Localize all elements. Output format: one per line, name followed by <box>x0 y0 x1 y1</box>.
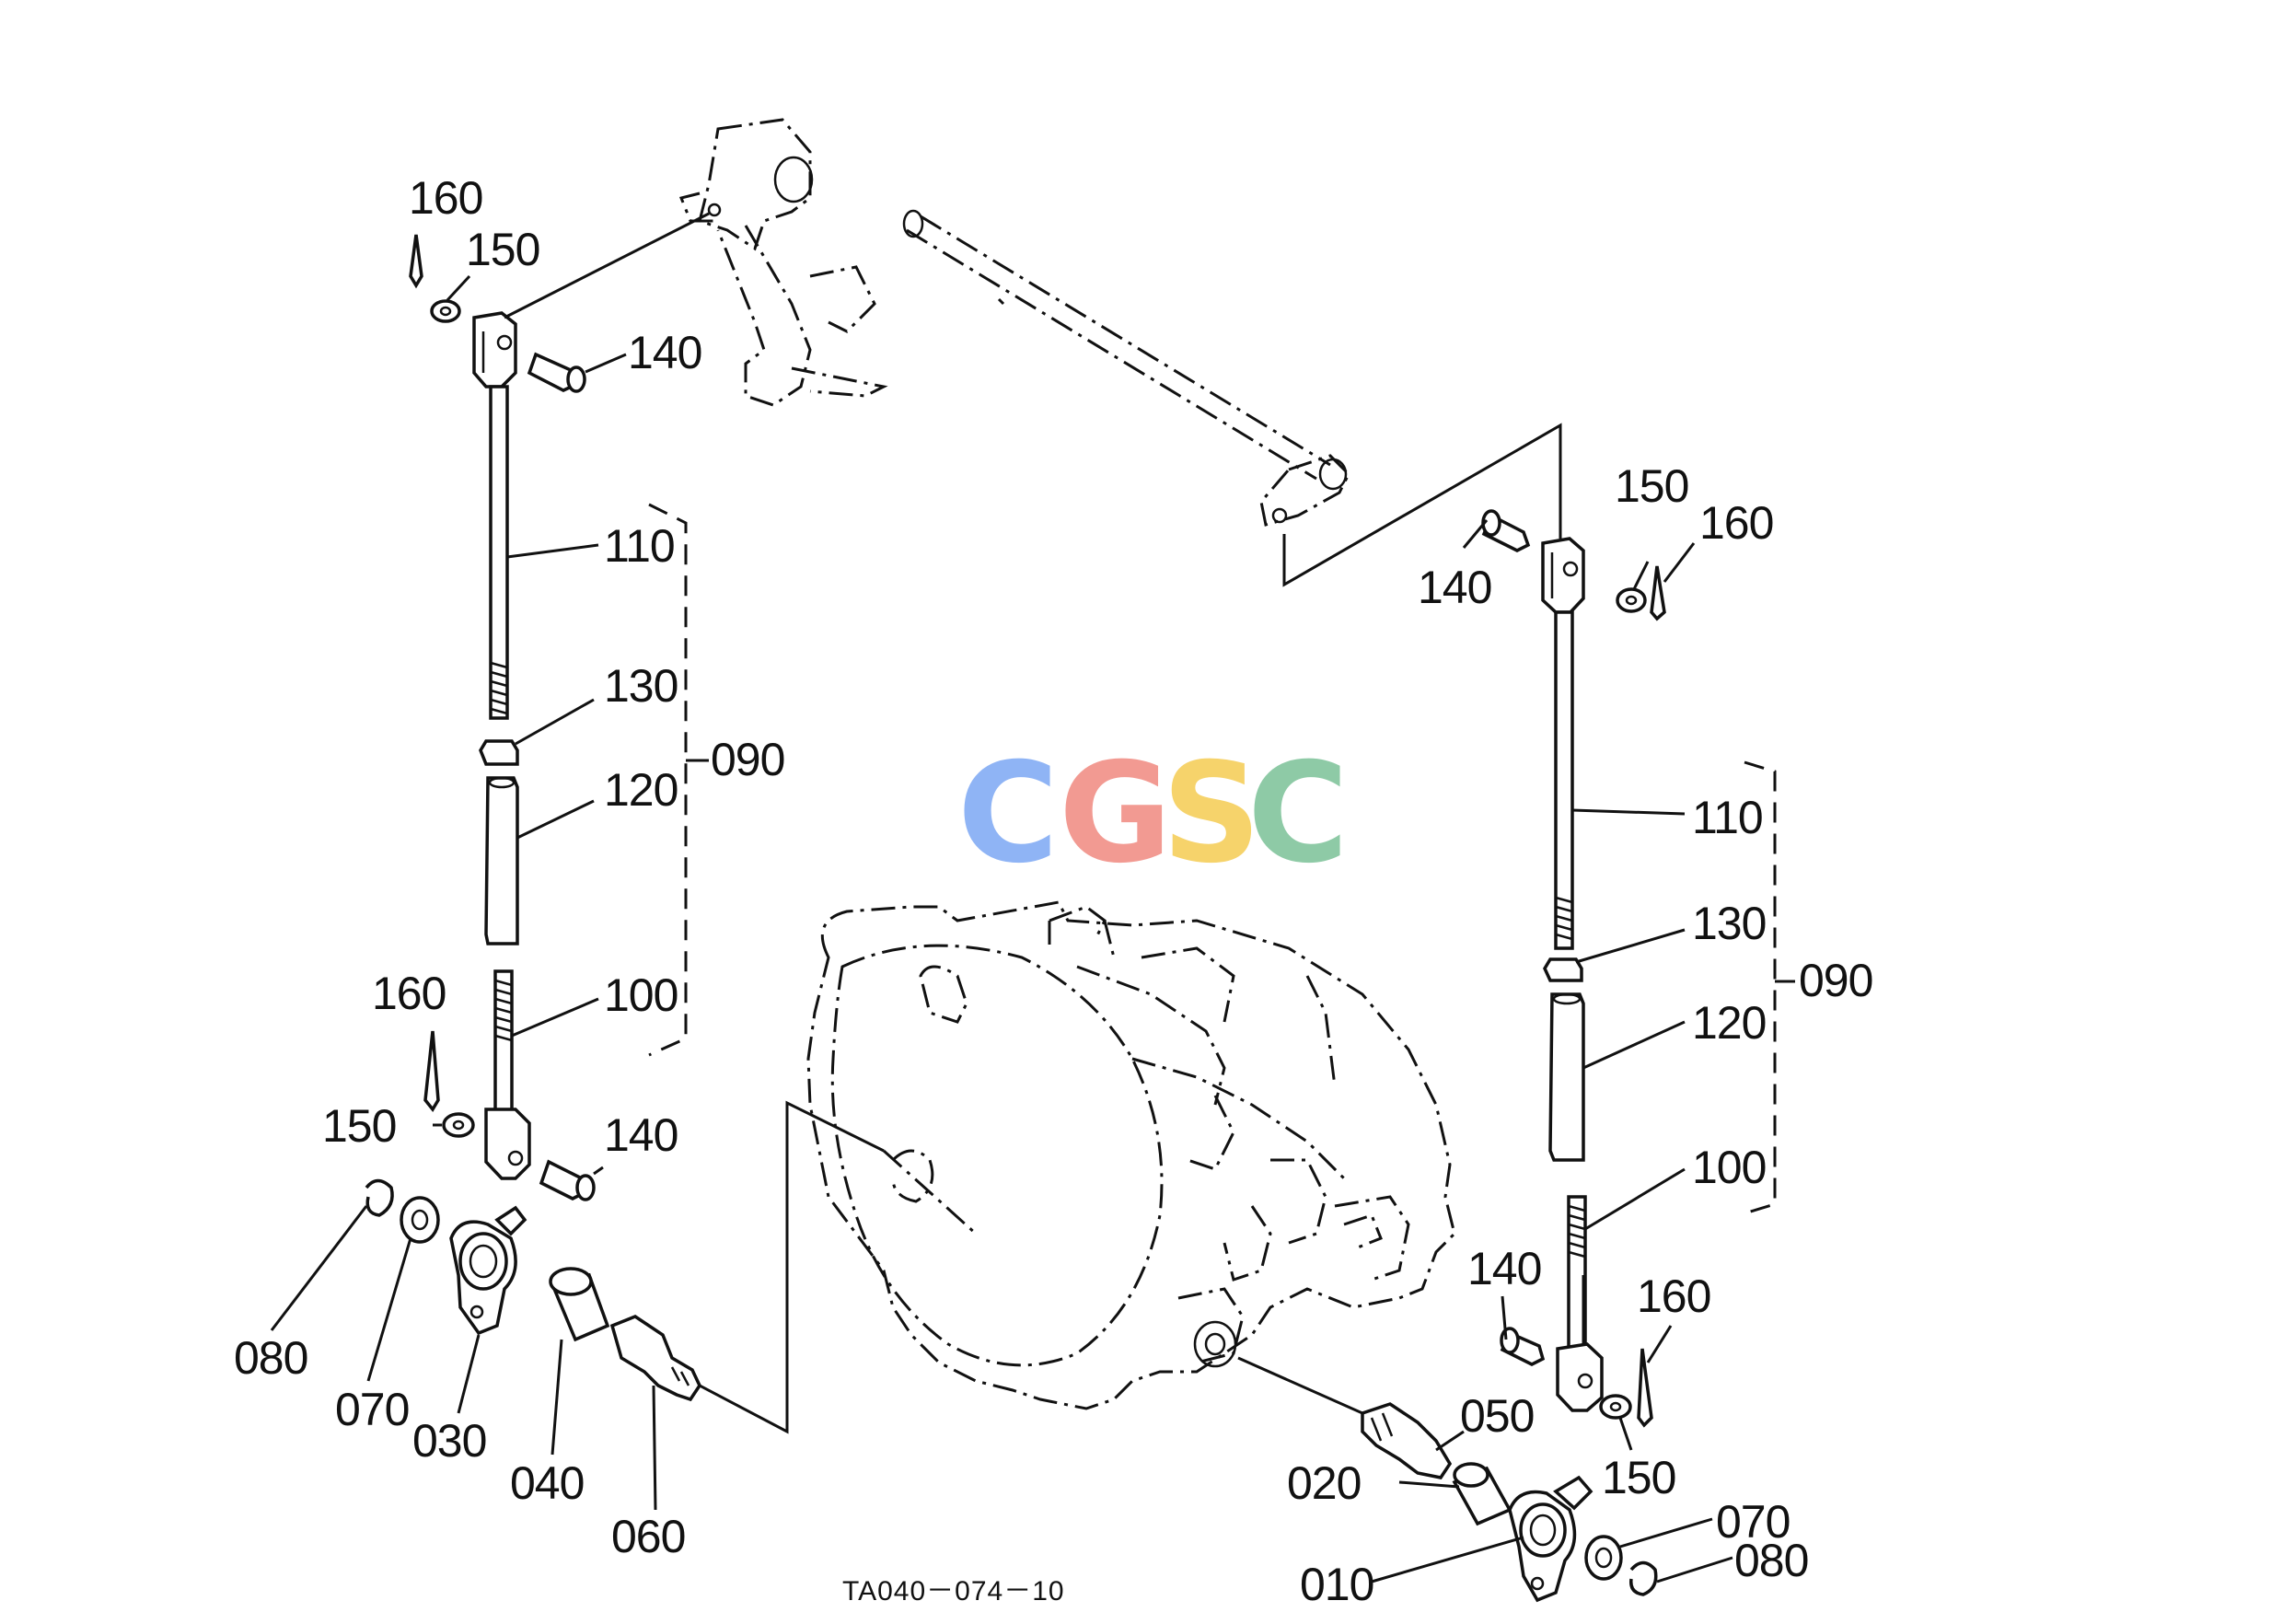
snap-ring <box>1629 1560 1658 1596</box>
left-leader-lines <box>270 212 885 1511</box>
pedal-arm-bracket <box>678 118 888 407</box>
rod-110 <box>1554 610 1574 950</box>
shaft-050 <box>1361 1402 1453 1479</box>
logo-letter-c2: C <box>1247 734 1349 894</box>
cotter-pin-bottom <box>423 1030 440 1113</box>
label-140: 140 <box>604 1109 678 1161</box>
cgsc-watermark-logo: C G S C <box>957 734 1349 894</box>
washer-070 <box>1584 1535 1623 1581</box>
label-110: 110 <box>604 520 675 572</box>
label-090: 090 <box>711 734 784 785</box>
right-leader-lines <box>1237 423 1795 1583</box>
drawing-code: TA040－074－10 <box>842 1576 1065 1607</box>
cotter-pin <box>1650 565 1666 621</box>
label-050: 050 <box>1460 1390 1534 1442</box>
label-070: 070 <box>335 1384 409 1435</box>
label-100: 100 <box>1692 1142 1766 1193</box>
label-140: 140 <box>1467 1243 1541 1294</box>
label-020: 020 <box>1287 1457 1361 1509</box>
washer-070 <box>400 1196 440 1244</box>
snap-ring <box>365 1178 394 1217</box>
logo-letter-c1: C <box>957 734 1059 894</box>
label-080: 080 <box>234 1332 307 1384</box>
lock-nut <box>1543 957 1583 982</box>
label-160: 160 <box>1637 1270 1710 1322</box>
label-010: 010 <box>1300 1559 1373 1610</box>
washer <box>430 299 461 323</box>
washer <box>1616 587 1647 613</box>
cross-shaft <box>902 209 1350 527</box>
label-160: 160 <box>372 968 446 1019</box>
label-140: 140 <box>1418 562 1491 613</box>
rod-110 <box>489 385 509 720</box>
label-120: 120 <box>1692 997 1766 1049</box>
label-100: 100 <box>604 969 678 1021</box>
label-130: 130 <box>1692 898 1766 949</box>
lock-nut <box>479 739 519 766</box>
logo-letter-g: G <box>1059 734 1172 894</box>
clevis-top-left <box>472 311 517 389</box>
cotter-pin-bottom <box>1637 1348 1653 1428</box>
transmission-housing <box>806 900 1456 1410</box>
right-rod-assembly <box>1361 509 1666 1603</box>
label-140: 140 <box>628 327 701 378</box>
label-150: 150 <box>1602 1452 1675 1503</box>
label-160: 160 <box>1699 497 1773 549</box>
label-090: 090 <box>1799 955 1872 1006</box>
logo-letter-s: S <box>1162 734 1261 894</box>
turnbuckle <box>1548 992 1585 1162</box>
clevis-bottom-left <box>484 1108 531 1180</box>
label-040: 040 <box>510 1457 584 1509</box>
label-150: 150 <box>322 1100 396 1152</box>
part-labels: 160 150 140 110 130 120 090 100 160 150 … <box>234 172 1873 1610</box>
label-060: 060 <box>611 1511 685 1562</box>
label-080: 080 <box>1734 1535 1808 1586</box>
label-130: 130 <box>604 660 678 712</box>
turnbuckle <box>484 776 519 945</box>
label-160: 160 <box>409 172 482 224</box>
label-070: 070 <box>1716 1496 1790 1548</box>
left-rod-assembly <box>365 234 702 1402</box>
label-030: 030 <box>412 1415 486 1467</box>
shaft-060 <box>609 1315 702 1402</box>
cotter-pin <box>409 234 423 289</box>
label-150: 150 <box>1615 460 1688 512</box>
label-150: 150 <box>466 224 539 275</box>
label-120: 120 <box>604 764 678 816</box>
clevis-top-right <box>1541 537 1585 614</box>
label-110: 110 <box>1692 792 1763 843</box>
